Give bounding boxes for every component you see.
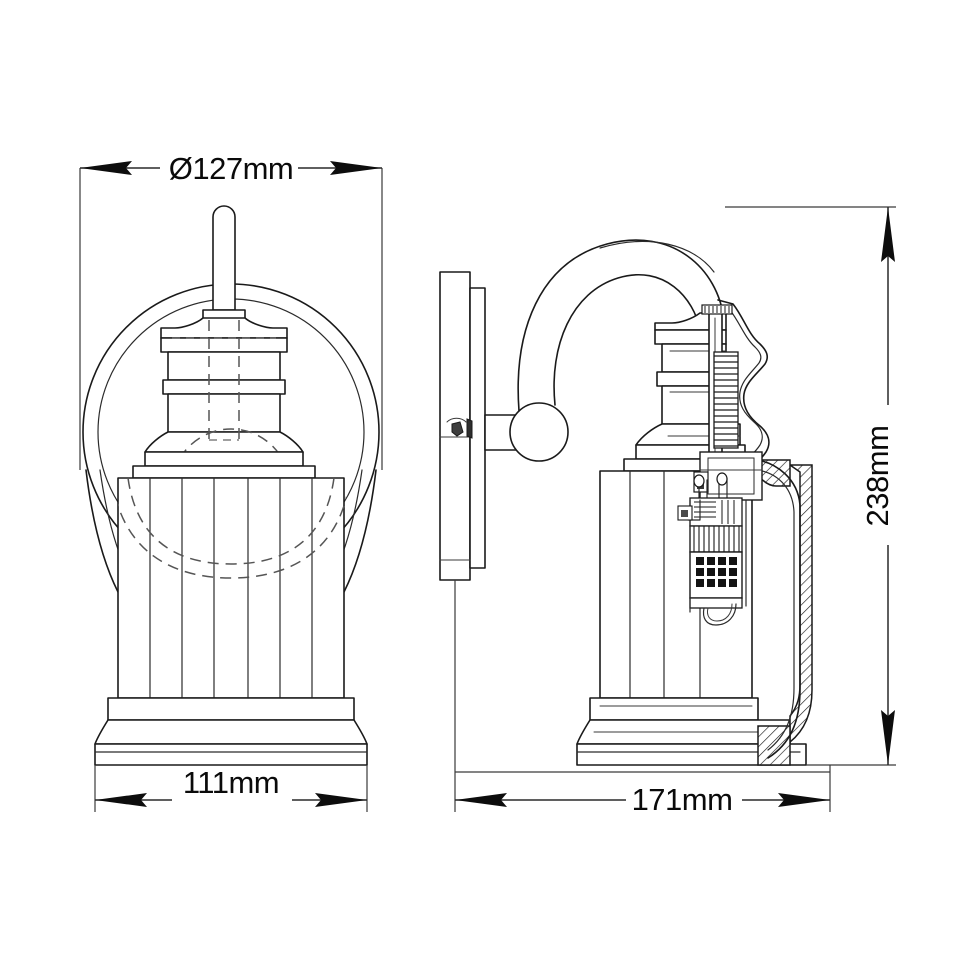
fitting-clip — [466, 418, 473, 439]
ring-leg-left — [85, 469, 119, 593]
shoulder-plate — [144, 451, 304, 467]
dimension-label-diameter: Ø127mm — [169, 151, 293, 186]
led-grid — [696, 557, 737, 587]
dimension-height-238: 238mm — [725, 206, 896, 766]
lamp-wire-loop — [702, 603, 737, 626]
lamp-wire-loop-inner — [707, 603, 733, 622]
side-view-group — [439, 239, 813, 766]
base-collar — [107, 697, 355, 721]
lamp-pins — [698, 477, 728, 501]
dimension-label-height: 238mm — [860, 426, 895, 527]
detail-block-a-core — [681, 510, 688, 517]
base-flare — [94, 719, 368, 745]
side-base-collar — [589, 697, 759, 721]
lamp-module — [689, 472, 743, 626]
hidden-ring-arc-outer — [118, 495, 346, 579]
arrowhead-111-right-icon — [315, 793, 367, 807]
dimension-base-111: 111mm — [94, 765, 368, 812]
arrowhead-238-bottom-icon — [881, 710, 895, 765]
arm-shade-line — [599, 240, 715, 273]
fitting-arc — [446, 417, 467, 423]
dimension-depth-171: 171mm — [454, 580, 831, 817]
lamp-connector-ribs — [694, 500, 735, 524]
rear-frame-wavy-inner — [721, 305, 763, 473]
led-panel-base — [689, 597, 743, 609]
base-foot — [94, 743, 368, 766]
socket-housing-block — [693, 451, 763, 501]
glass-body — [117, 477, 345, 699]
cap-flare — [144, 431, 304, 453]
arrowhead-238-top-icon — [881, 207, 895, 262]
cap-band-2 — [167, 351, 281, 381]
outer-shell-curve-inner — [757, 469, 795, 751]
arrowhead-111-left-icon — [95, 793, 147, 807]
lamp-pin-head-1 — [693, 474, 705, 488]
shoulder-plate-2 — [132, 465, 316, 479]
hidden-ring-arcs — [118, 477, 346, 579]
arrowhead-left-icon — [80, 161, 132, 175]
fitting-body — [451, 421, 464, 437]
cap-band-1 — [160, 337, 288, 353]
arrowhead-171-right-icon — [778, 793, 830, 807]
dimension-label-depth: 171mm — [632, 782, 733, 817]
arrowhead-171-left-icon — [455, 793, 507, 807]
lower-housing-detail — [677, 499, 701, 521]
thread-lines — [714, 355, 738, 447]
ring-leg-right — [343, 469, 377, 593]
threaded-section — [713, 351, 739, 449]
finial-stem — [212, 205, 236, 311]
cap-ogee-upper — [160, 317, 288, 339]
wall-backplate-inner — [469, 287, 486, 569]
glass-panel-dividers — [149, 477, 313, 699]
arm-outer-curve — [517, 239, 725, 412]
cap-band-3 — [162, 379, 286, 395]
cap-band-4 — [167, 393, 281, 433]
heatsink-fins — [693, 526, 740, 552]
outer-shell-curve — [751, 458, 801, 759]
arrowhead-right-icon — [330, 161, 382, 175]
hidden-ring-arc-inner — [127, 477, 335, 565]
backplate-fitting — [446, 417, 473, 439]
lamp-pin-head-2 — [716, 472, 728, 486]
front-view-group — [82, 205, 380, 766]
dimension-label-base-width: 111mm — [183, 765, 279, 800]
cap-fastener-detail — [701, 304, 733, 315]
arm-inner-curve — [553, 273, 701, 406]
rear-frame-wavy-outer — [717, 299, 770, 481]
ball-joint — [509, 402, 569, 462]
dimension-diameter-127: Ø127mm — [79, 151, 383, 470]
